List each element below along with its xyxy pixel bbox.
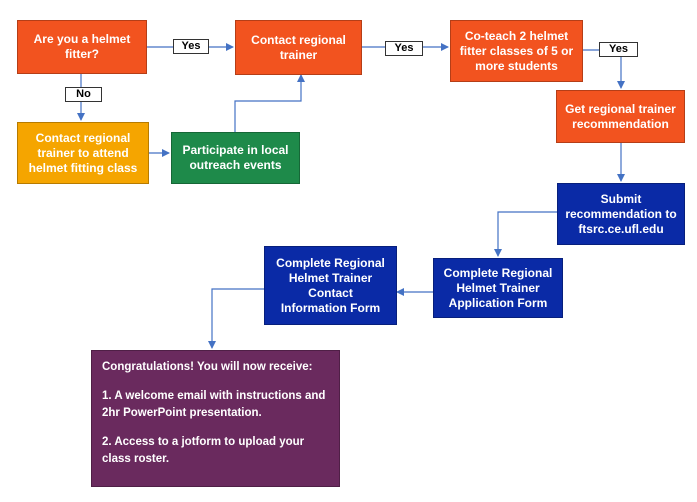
node-contact-info-form-label: Complete Regional Helmet Trainer Contact… — [276, 255, 385, 315]
arrow-contactinfo-to-final — [208, 288, 264, 349]
final-heading: Congratulations! You will now receive: — [102, 361, 313, 373]
node-participate: Participate in local outreach events — [171, 132, 300, 184]
edge-label-yes-3: Yes — [599, 42, 638, 57]
node-contact-info-form: Complete Regional Helmet Trainer Contact… — [264, 246, 397, 325]
edge-label-yes-1: Yes — [173, 39, 209, 54]
node-helmet-fitter: Are you a helmet fitter? — [17, 20, 147, 74]
node-application-form: Complete Regional Helmet Trainer Applica… — [433, 258, 563, 318]
node-recommendation: Get regional trainer recommendation — [556, 90, 685, 143]
node-co-teach: Co-teach 2 helmet fitter classes of 5 or… — [450, 20, 583, 82]
node-submit: Submit recommendation to ftsrc.ce.ufl.ed… — [557, 183, 685, 245]
edge-label-no: No — [65, 87, 102, 102]
node-contact-attend-label: Contact regional trainer to attend helme… — [28, 130, 138, 175]
arrow-submit-to-application — [494, 211, 557, 257]
node-contact-trainer: Contact regional trainer — [235, 20, 362, 75]
node-contact-trainer-label: Contact regional trainer — [251, 32, 346, 62]
node-submit-label: Submit recommendation to ftsrc.ce.ufl.ed… — [565, 191, 677, 236]
node-contact-attend: Contact regional trainer to attend helme… — [17, 122, 149, 184]
edge-label-yes-2: Yes — [385, 41, 423, 56]
node-recommendation-label: Get regional trainer recommendation — [565, 101, 676, 131]
node-helmet-fitter-label: Are you a helmet fitter? — [33, 32, 131, 61]
node-participate-label: Participate in local outreach events — [182, 143, 289, 172]
final-item-2: 2. Access to a jotform to upload your cl… — [102, 436, 305, 465]
arrow-participate-to-contact — [234, 74, 305, 132]
final-congratulations-box: Congratulations! You will now receive: 1… — [91, 350, 340, 487]
node-application-form-label: Complete Regional Helmet Trainer Applica… — [443, 265, 553, 310]
node-co-teach-label: Co-teach 2 helmet fitter classes of 5 or… — [459, 28, 574, 73]
final-item-1: 1. A welcome email with instructions and… — [102, 390, 326, 419]
